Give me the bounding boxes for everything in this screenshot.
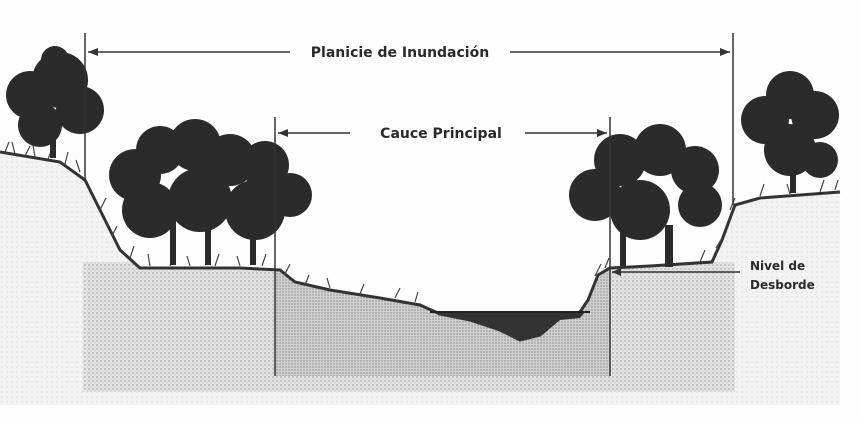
tree-cluster-right xyxy=(569,124,722,267)
water xyxy=(432,312,585,341)
overflow-level-label-line1: Nivel de xyxy=(750,259,805,273)
sky xyxy=(0,0,860,340)
tree-left-high xyxy=(6,46,104,158)
floodplain-arrow xyxy=(88,48,730,56)
main-channel-arrow xyxy=(278,129,607,137)
floodplain-label: Planicie de Inundación xyxy=(311,45,489,61)
main-channel-label: Cauce Principal xyxy=(380,126,502,142)
trees xyxy=(6,46,839,267)
tree-cluster-left xyxy=(109,119,312,265)
boundary-lines xyxy=(84,33,734,376)
grass xyxy=(4,141,839,303)
overflow-level-pointer xyxy=(612,268,740,276)
overflow-level-label-line2: Desborde xyxy=(750,278,815,292)
tree-right-high xyxy=(741,71,839,193)
